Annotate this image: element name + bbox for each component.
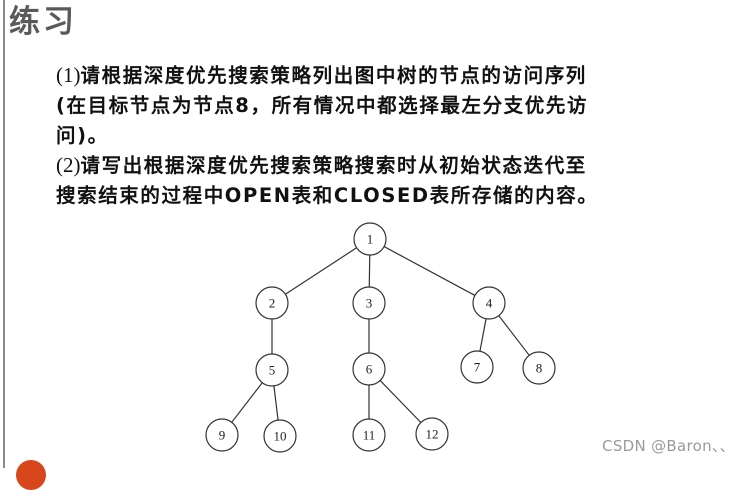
tree-node-5: 5 (255, 353, 289, 387)
tree-node-circle (263, 419, 297, 453)
question-1-line-1: (1)请根据深度优先搜索策略列出图中树的节点的访问序列 (56, 63, 587, 87)
tree-node-label: 3 (366, 296, 373, 311)
tree-node-circle (205, 418, 239, 452)
csdn-watermark: CSDN @Baron、、 (602, 437, 735, 455)
tree-node-label: 4 (486, 296, 493, 311)
tree-node-circle (472, 286, 506, 320)
tree-node-label: 2 (269, 296, 276, 311)
tree-node-circle (460, 350, 494, 384)
tree-node-circle (522, 351, 556, 385)
tree-edge-1-3 (368, 254, 371, 288)
tree-node-label: 9 (219, 428, 226, 443)
tree-node-label: 10 (274, 429, 287, 444)
orange-decoration-dot (16, 460, 46, 490)
tree-edges (231, 246, 530, 423)
question-2-line-1: (2)请写出根据深度优先搜索策略搜索时从初始状态迭代至 (56, 153, 587, 177)
tree-edge-6-12 (379, 380, 422, 423)
question-1-number: (1) (56, 63, 81, 87)
tree-node-label: 7 (474, 360, 481, 375)
tree-edge-5-9 (231, 382, 263, 423)
tree-edge-1-2 (285, 247, 357, 295)
tree-edge-4-7 (479, 318, 487, 352)
tree-node-4: 4 (472, 286, 506, 320)
question-1: (1)请根据深度优先搜索策略列出图中树的节点的访问序列 (在目标节点为节点8，所… (56, 60, 588, 151)
tree-node-label: 5 (269, 363, 276, 378)
question-2-number: (2) (56, 153, 81, 177)
question-1-line-3: 问)。 (56, 124, 109, 147)
question-2: (2)请写出根据深度优先搜索策略搜索时从初始状态迭代至 搜索结束的过程中OPEN… (56, 150, 598, 211)
tree-node-12: 12 (415, 417, 449, 451)
tree-node-7: 7 (460, 350, 494, 384)
tree-node-9: 9 (205, 418, 239, 452)
tree-node-8: 8 (522, 351, 556, 385)
tree-node-circle (255, 286, 289, 320)
tree-node-label: 1 (367, 232, 374, 247)
tree-node-3: 3 (352, 286, 386, 320)
slide-title: 练习 (9, 4, 77, 40)
tree-node-circle (352, 352, 386, 386)
tree-node-2: 2 (255, 286, 289, 320)
tree-node-circle (415, 417, 449, 451)
tree-edge-1-4 (383, 246, 476, 296)
tree-node-circle (353, 222, 387, 256)
tree-node-label: 6 (366, 362, 373, 377)
tree-node-label: 12 (426, 427, 439, 442)
tree-node-label: 11 (363, 428, 376, 443)
question-1-line-2: (在目标节点为节点8，所有情况中都选择最左分支优先访 (56, 94, 589, 117)
tree-node-circle (255, 353, 289, 387)
tree-node-6: 6 (352, 352, 386, 386)
tree-node-11: 11 (352, 418, 386, 452)
tree-node-1: 1 (353, 222, 387, 256)
tree-edge-5-10 (273, 385, 279, 421)
tree-edge-4-8 (498, 315, 530, 356)
tree-node-label: 8 (536, 361, 543, 376)
tree-node-10: 10 (263, 419, 297, 453)
slide-left-border (3, 0, 5, 468)
tree-node-circle (352, 286, 386, 320)
tree-node-circle (352, 418, 386, 452)
question-2-line-2: 搜索结束的过程中OPEN表和CLOSED表所存储的内容。 (56, 184, 599, 207)
